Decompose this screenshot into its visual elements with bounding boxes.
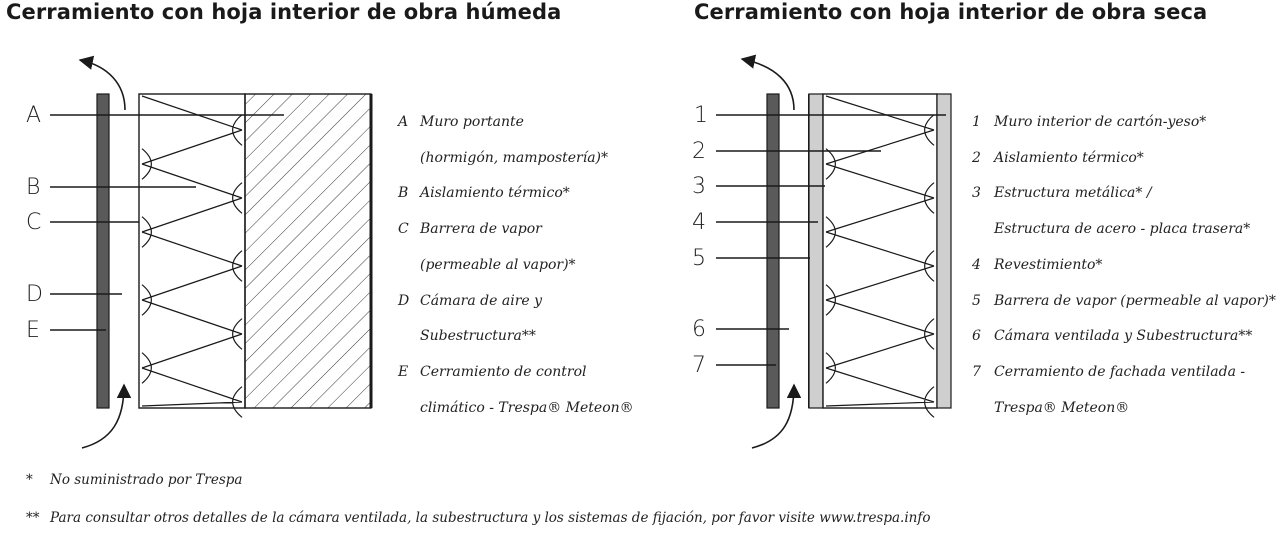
code-a: A (26, 103, 42, 128)
insulation-loop-path (825, 95, 935, 418)
airflow-bottom-arrow (81, 383, 132, 449)
legend-item: climático - Trespa® Meteon® (420, 400, 634, 416)
gypsum-board (936, 93, 952, 409)
legend-item: (hormigón, mampostería)* (420, 150, 609, 166)
airflow-top-arrow (740, 54, 795, 111)
right-wall-section (716, 54, 952, 449)
sheathing-board (808, 93, 824, 409)
code-d: D (26, 282, 43, 307)
insulation-loops (141, 95, 243, 418)
left-wall-section (50, 55, 373, 449)
code-b: B (26, 175, 41, 200)
insulation-loops (825, 95, 935, 418)
title-wet-construction: Cerramiento con hoja interior de obra hú… (6, 0, 562, 24)
code-6: 6 (692, 317, 706, 342)
airflow-bottom-arrow (751, 383, 802, 449)
cladding-panel (96, 93, 110, 409)
legend-item: Subestructura** (420, 328, 536, 344)
airflow-top-arrow (78, 55, 126, 111)
code-1: 1 (694, 103, 708, 128)
cladding-panel (766, 93, 780, 409)
code-2: 2 (692, 139, 706, 164)
legend-item: (permeable al vapor)* (420, 257, 576, 273)
legend-item: Trespa® Meteon® (994, 400, 1130, 416)
title-dry-construction: Cerramiento con hoja interior de obra se… (694, 0, 1208, 24)
footnote-single-star: *No suministrado por Trespa (26, 472, 243, 488)
code-3: 3 (692, 174, 706, 199)
insulation-loop-path (141, 95, 243, 418)
code-4: 4 (692, 210, 706, 235)
code-e: E (26, 318, 40, 343)
load-bearing-wall (244, 93, 372, 409)
code-5: 5 (692, 246, 706, 271)
footnote-double-star: **Para consultar otros detalles de la cá… (26, 510, 931, 526)
code-c: C (26, 210, 42, 235)
legend-item: Estructura de acero - placa trasera* (994, 221, 1251, 237)
insulation-layer (822, 93, 938, 409)
code-7: 7 (692, 353, 706, 378)
insulation-layer (138, 93, 246, 409)
